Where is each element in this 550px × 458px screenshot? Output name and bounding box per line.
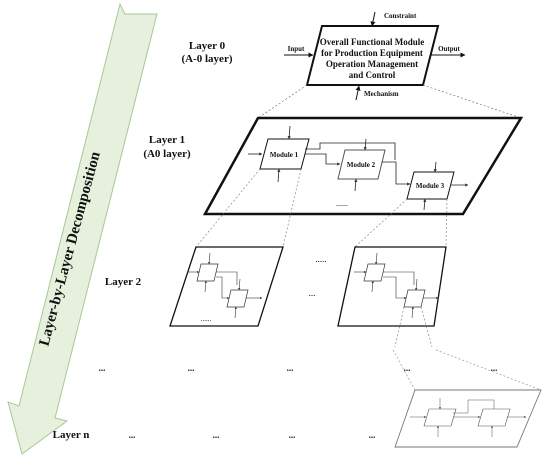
constraint-arrow bbox=[370, 11, 376, 27]
mechanism-label: Mechanism bbox=[364, 90, 399, 98]
projection-to-layer-n bbox=[392, 349, 542, 391]
layern-modules bbox=[423, 408, 511, 427]
layer2-left-modules bbox=[196, 263, 249, 308]
projection-1-to-2 bbox=[195, 168, 448, 248]
layern-dots-1: ... bbox=[129, 430, 136, 440]
module-2-label: Module 2 bbox=[347, 161, 376, 169]
decomposition-arrow: Layer-by-Layer Decomposition bbox=[7, 2, 158, 455]
module-line-4: and Control bbox=[349, 70, 396, 80]
layer1-connectors bbox=[248, 125, 469, 211]
dots-1: ... bbox=[99, 363, 106, 373]
layern-plane bbox=[394, 389, 542, 448]
dots-4: ... bbox=[404, 363, 411, 373]
layer-0: Layer 0 (A-0 layer) Overall Functional M… bbox=[181, 11, 466, 101]
output-label: Output bbox=[438, 45, 460, 53]
layer2-right-modules bbox=[363, 263, 426, 308]
dots-2: ... bbox=[188, 363, 195, 373]
layer-1: Layer 1 (A0 layer) Module 1 Module 2 Mod… bbox=[143, 116, 524, 216]
decomposition-arrow-shape bbox=[7, 2, 158, 455]
layer1-plane bbox=[202, 116, 524, 216]
layern-connectors bbox=[410, 398, 527, 437]
layern-dots-3: ... bbox=[289, 430, 296, 440]
dots-3: ... bbox=[287, 363, 294, 373]
layer1-ellipsis: ...... bbox=[336, 199, 348, 208]
module-3-label: Module 3 bbox=[416, 182, 445, 190]
layern-dots-2: ... bbox=[213, 430, 220, 440]
projection-2-down bbox=[394, 306, 433, 348]
input-label: Input bbox=[288, 45, 305, 53]
layer2-ellipsis-top: ..... bbox=[315, 254, 326, 264]
layer-2: Layer 2 ...... ... ..... bbox=[105, 246, 447, 327]
layer0-title: Layer 0 bbox=[189, 40, 226, 52]
layern-dots-4: ... bbox=[369, 430, 376, 440]
module-line-2: for Production Equipment bbox=[321, 48, 423, 58]
dots-5: ... bbox=[491, 363, 498, 373]
layer0-subtitle: (A-0 layer) bbox=[181, 53, 232, 65]
layer2-left-connectors bbox=[187, 252, 263, 319]
layer1-title: Layer 1 bbox=[149, 134, 185, 146]
layer2-title: Layer 2 bbox=[105, 276, 142, 288]
projection-0-to-1 bbox=[257, 84, 522, 119]
constraint-label: Constraint bbox=[384, 12, 417, 20]
layern-title: Layer n bbox=[53, 429, 90, 441]
layer2-plane-right bbox=[337, 246, 447, 327]
module-1-label: Module 1 bbox=[270, 151, 299, 159]
layer2-plane-left bbox=[169, 246, 284, 327]
layer2-right-connectors bbox=[354, 252, 439, 319]
mechanism-arrow bbox=[355, 85, 361, 101]
layer2-left-ellipsis: ...... bbox=[201, 315, 212, 323]
layer1-subtitle: (A0 layer) bbox=[143, 148, 191, 160]
layer-n: Layer n ... ... ... ... bbox=[53, 389, 542, 448]
intermediate-dots: ... ... ... ... ... bbox=[99, 363, 498, 373]
layer2-ellipsis-between: ... bbox=[309, 288, 316, 298]
module-2 bbox=[337, 149, 386, 180]
module-line-1: Overall Functional Module bbox=[320, 37, 425, 47]
module-line-3: Operation Management bbox=[326, 59, 418, 69]
